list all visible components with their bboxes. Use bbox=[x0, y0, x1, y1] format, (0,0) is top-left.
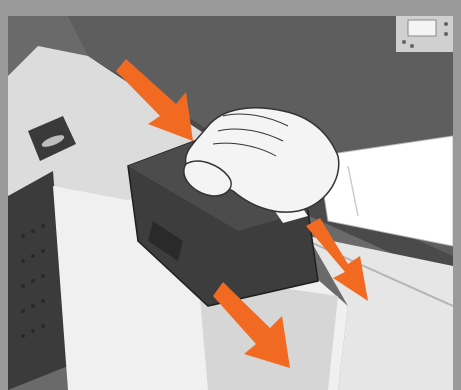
panel-button-icon bbox=[444, 32, 448, 36]
control-panel-display bbox=[408, 20, 436, 36]
panel-button-icon bbox=[444, 22, 448, 26]
panel-button-icon bbox=[410, 44, 414, 48]
illustration-svg bbox=[8, 16, 453, 390]
panel-button-icon bbox=[402, 40, 406, 44]
printer-illustration bbox=[8, 16, 453, 390]
